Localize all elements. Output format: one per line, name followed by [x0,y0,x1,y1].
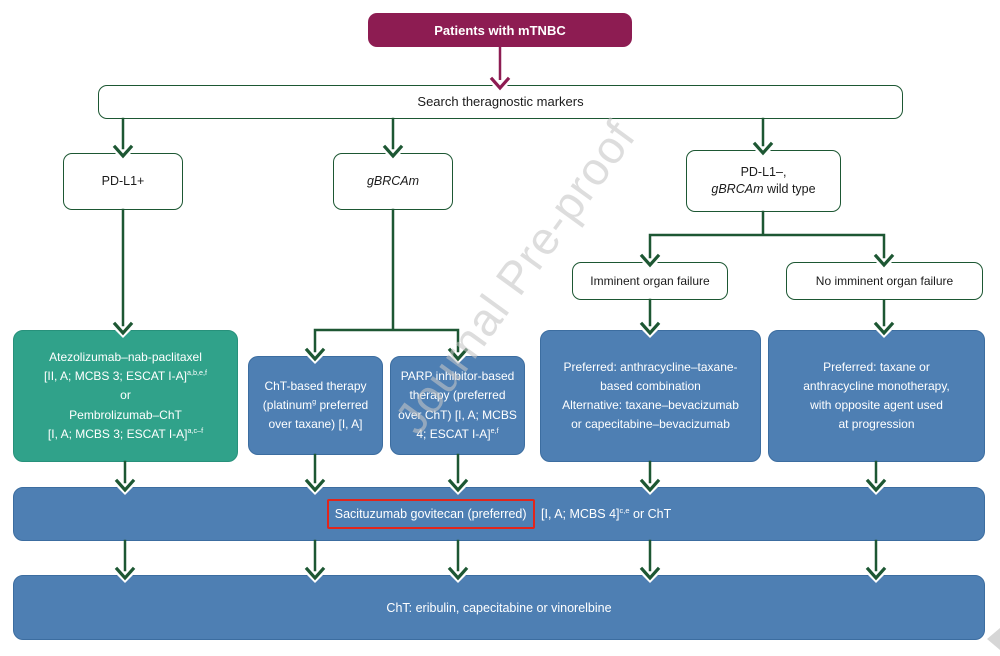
wildtype-segment: wild type [763,182,816,196]
sacituzumab-govitecan-bar: Sacituzumab govitecan (preferred) [I, A;… [13,487,985,541]
atezo-line2-sup: a,b,e,f [186,368,207,378]
anthra-line4: or capecitabine–bevacizumab [571,417,730,432]
patients-mtnbc-label: Patients with mTNBC [434,22,566,38]
sacituzumab-text: Sacituzumab govitecan (preferred) [I, A;… [326,499,672,529]
anthra-line3: Alternative: taxane–bevacizumab [562,398,739,412]
sacituzumab-seg2: [I, A; MCBS 4] [537,507,620,521]
imminent-organ-failure-box: Imminent organ failure [572,262,728,300]
pdl1-positive-box: PD-L1+ [63,153,183,210]
anthra-line2: based combination [600,378,701,393]
parp-line1: PARP inhibitor-based [400,369,515,384]
cht-therapy-line2-seg1: (platinum [262,397,313,412]
branch-pdl1neg-to-organ-failure [648,210,886,259]
imminent-organ-failure-label: Imminent organ failure [590,273,710,288]
taxane-line4: at progression [838,417,915,432]
parp-line4-main: 4; ESCAT I-A] [416,426,491,441]
parp-line4: 4; ESCAT I-A]e,f [416,425,498,444]
taxane-line1: Preferred: taxane or [823,359,930,374]
sacituzumab-sup: c,e [619,505,630,515]
atezolizumab-pembrolizumab-box: Atezolizumab–nab-paclitaxel [II, A; MCBS… [13,330,238,462]
sacituzumab-seg3: or ChT [629,507,672,521]
page-corner-artifact [987,628,1000,650]
cht-options-label: ChT: eribulin, capecitabine or vinorelbi… [386,600,612,615]
no-imminent-organ-failure-label: No imminent organ failure [815,273,954,288]
parp-line4-sup: e,f [490,425,499,435]
sacituzumab-red-highlight: Sacituzumab govitecan (preferred) [326,499,535,529]
pdl1-negative-line2: gBRCAm wild type [711,181,815,199]
taxane-anthracycline-monotherapy-box: Preferred: taxane or anthracycline monot… [768,330,985,462]
cht-therapy-line2: (platinumg preferred [263,396,368,415]
taxane-line3: with opposite agent used [810,398,943,412]
parp-line3: over ChT) [I, A; MCBS [398,407,517,422]
search-theragnostic-markers-label: Search theragnostic markers [417,93,584,109]
branch-gbrcam-to-therapies [313,208,460,353]
atezo-line4: Pembrolizumab–ChT [69,407,182,422]
pdl1-negative-line1: PD-L1–, [740,164,787,179]
taxane-line2: anthracycline monotherapy, [803,378,950,393]
cht-based-therapy-box: ChT-based therapy (platinumg preferred o… [248,356,383,455]
parp-line2: therapy (preferred [409,388,506,403]
search-theragnostic-markers-box: Search theragnostic markers [98,85,903,119]
atezo-line3: or [120,388,131,403]
cht-therapy-platinum-sup: g [312,396,317,406]
gbrcam-box: gBRCAm [333,153,453,210]
patients-mtnbc-box: Patients with mTNBC [368,13,632,47]
no-imminent-organ-failure-box: No imminent organ failure [786,262,983,300]
cht-therapy-line1: ChT-based therapy [264,378,367,393]
gbrcam-italic-segment: gBRCAm [711,182,764,196]
atezo-line5: [I, A; MCBS 3; ESCAT I-A]a,c–f [48,425,203,444]
anthracycline-taxane-combination-box: Preferred: anthracycline–taxane- based c… [540,330,761,462]
cht-options-bar: ChT: eribulin, capecitabine or vinorelbi… [13,575,985,640]
parp-inhibitor-box: PARP inhibitor-based therapy (preferred … [390,356,525,455]
atezo-line5-sup: a,c–f [187,425,204,435]
cht-therapy-line2-seg2: preferred [316,397,369,412]
pdl1-negative-gbrcam-wildtype-box: PD-L1–, gBRCAm wild type [686,150,841,212]
atezo-line1: Atezolizumab–nab-paclitaxel [49,350,202,365]
anthra-line1: Preferred: anthracycline–taxane- [563,359,738,374]
gbrcam-label: gBRCAm [366,173,420,188]
cht-therapy-line3: over taxane) [I, A] [268,417,363,432]
atezo-line2: [II, A; MCBS 3; ESCAT I-A]a,b,e,f [44,367,207,386]
atezo-line5-main: [I, A; MCBS 3; ESCAT I-A] [47,426,188,441]
atezo-line2-main: [II, A; MCBS 3; ESCAT I-A] [44,369,187,384]
pdl1-positive-label: PD-L1+ [101,173,145,188]
